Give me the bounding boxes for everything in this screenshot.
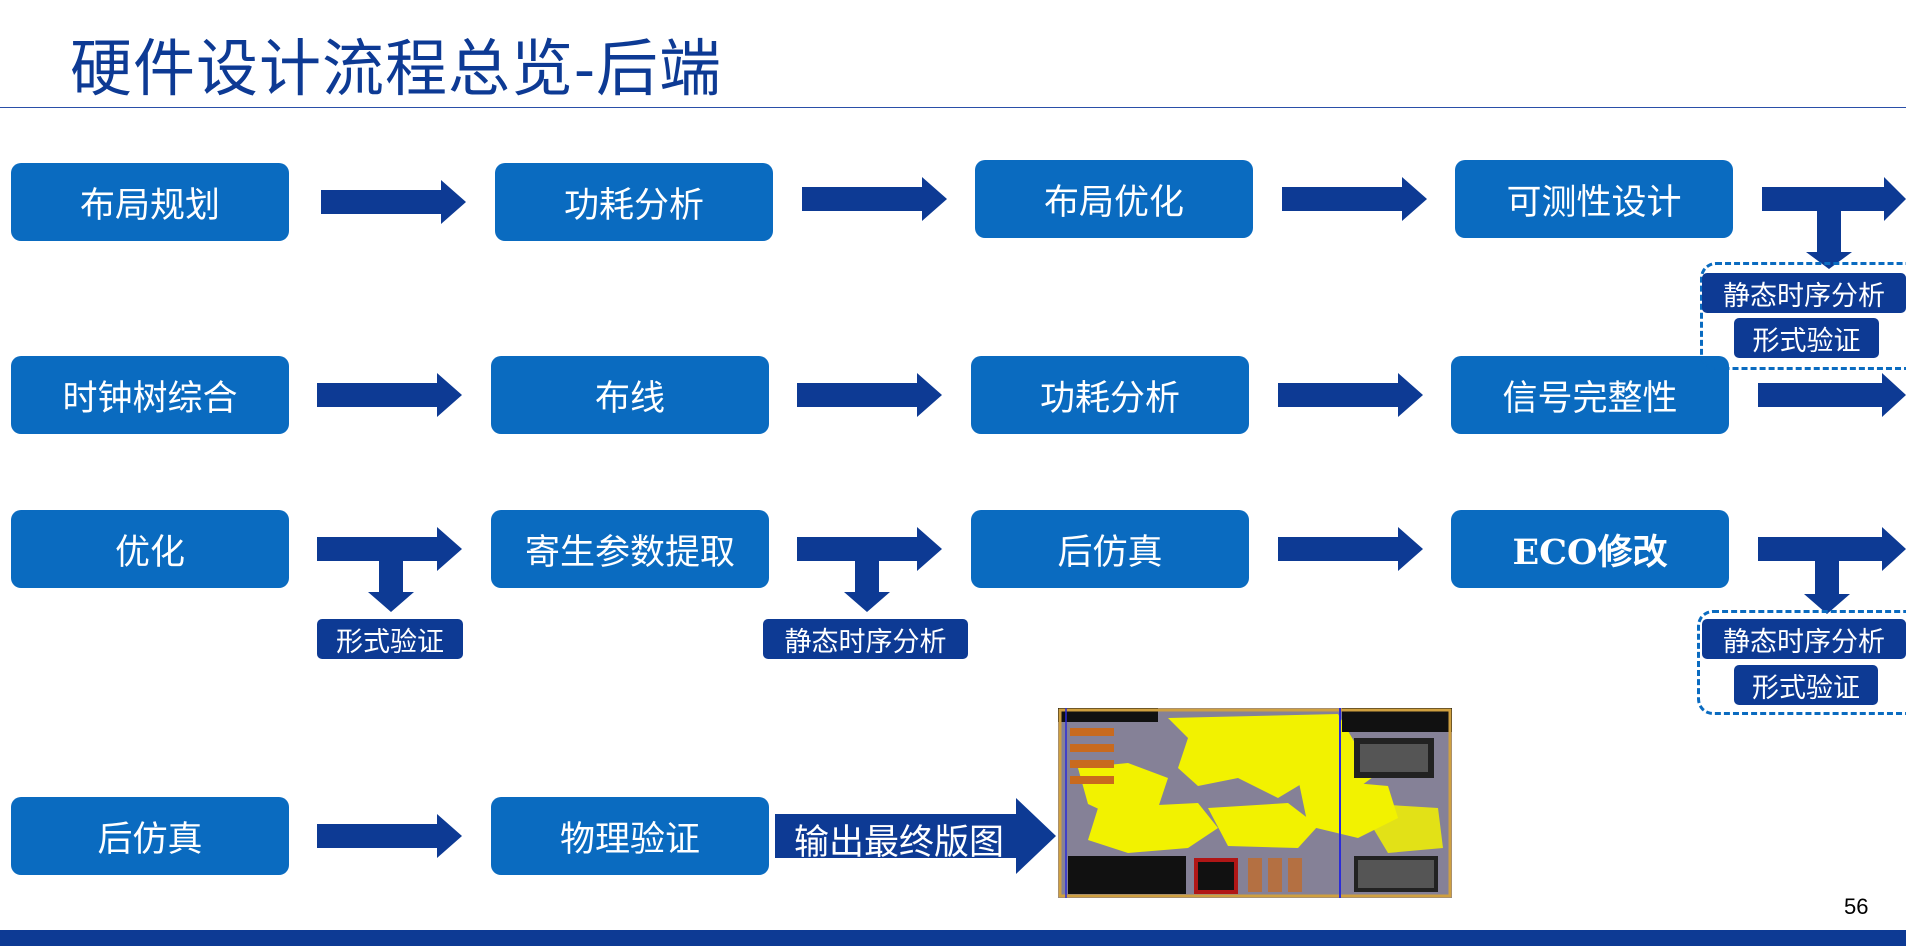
arrow-right — [1282, 177, 1427, 221]
output-arrow — [775, 798, 1056, 874]
step-clock-tree-synthesis: 时钟树综合 — [11, 356, 289, 434]
check-formal-verification: 形式验证 — [317, 619, 463, 659]
step-parasitic-extraction: 寄生参数提取 — [491, 510, 769, 588]
page-title: 硬件设计流程总览-后端 — [70, 32, 722, 105]
arrow-right — [797, 373, 942, 417]
step-post-simulation: 后仿真 — [11, 797, 289, 875]
step-eco: ECO修改 — [1451, 510, 1729, 588]
output-label: 输出最终版图 — [794, 823, 1005, 863]
step-floorplan: 布局规划 — [11, 163, 289, 241]
arrow-right-branch — [797, 527, 942, 612]
step-power-analysis: 功耗分析 — [495, 163, 773, 241]
step-post-simulation: 后仿真 — [971, 510, 1249, 588]
chip-layout-image — [1058, 708, 1452, 898]
check-formal-verification: 形式验证 — [1734, 665, 1878, 705]
step-signal-integrity: 信号完整性 — [1451, 356, 1729, 434]
footer-bar — [0, 930, 1906, 946]
check-sta: 静态时序分析 — [763, 619, 968, 659]
arrow-right — [1278, 527, 1423, 571]
arrow-right — [1278, 373, 1423, 417]
arrow-right — [317, 373, 462, 417]
page-number: 56 — [1844, 894, 1869, 919]
step-dft: 可测性设计 — [1455, 160, 1733, 238]
arrow-right-branch — [1762, 177, 1906, 269]
step-routing: 布线 — [491, 356, 769, 434]
check-group — [1697, 610, 1906, 715]
arrow-right-branch — [317, 527, 462, 612]
check-sta: 静态时序分析 — [1702, 273, 1906, 313]
arrow-right — [321, 180, 466, 224]
step-physical-verification: 物理验证 — [491, 797, 769, 875]
step-placement-optimization: 布局优化 — [975, 160, 1253, 238]
arrow-right — [1758, 373, 1906, 417]
step-power-analysis: 功耗分析 — [971, 356, 1249, 434]
arrow-right — [317, 814, 462, 858]
check-formal-verification: 形式验证 — [1734, 318, 1879, 358]
title-divider — [0, 107, 1906, 108]
check-sta: 静态时序分析 — [1702, 619, 1906, 659]
arrow-right-branch — [1758, 527, 1906, 614]
arrow-right — [802, 177, 947, 221]
check-group — [1700, 262, 1906, 370]
step-optimization: 优化 — [11, 510, 289, 588]
